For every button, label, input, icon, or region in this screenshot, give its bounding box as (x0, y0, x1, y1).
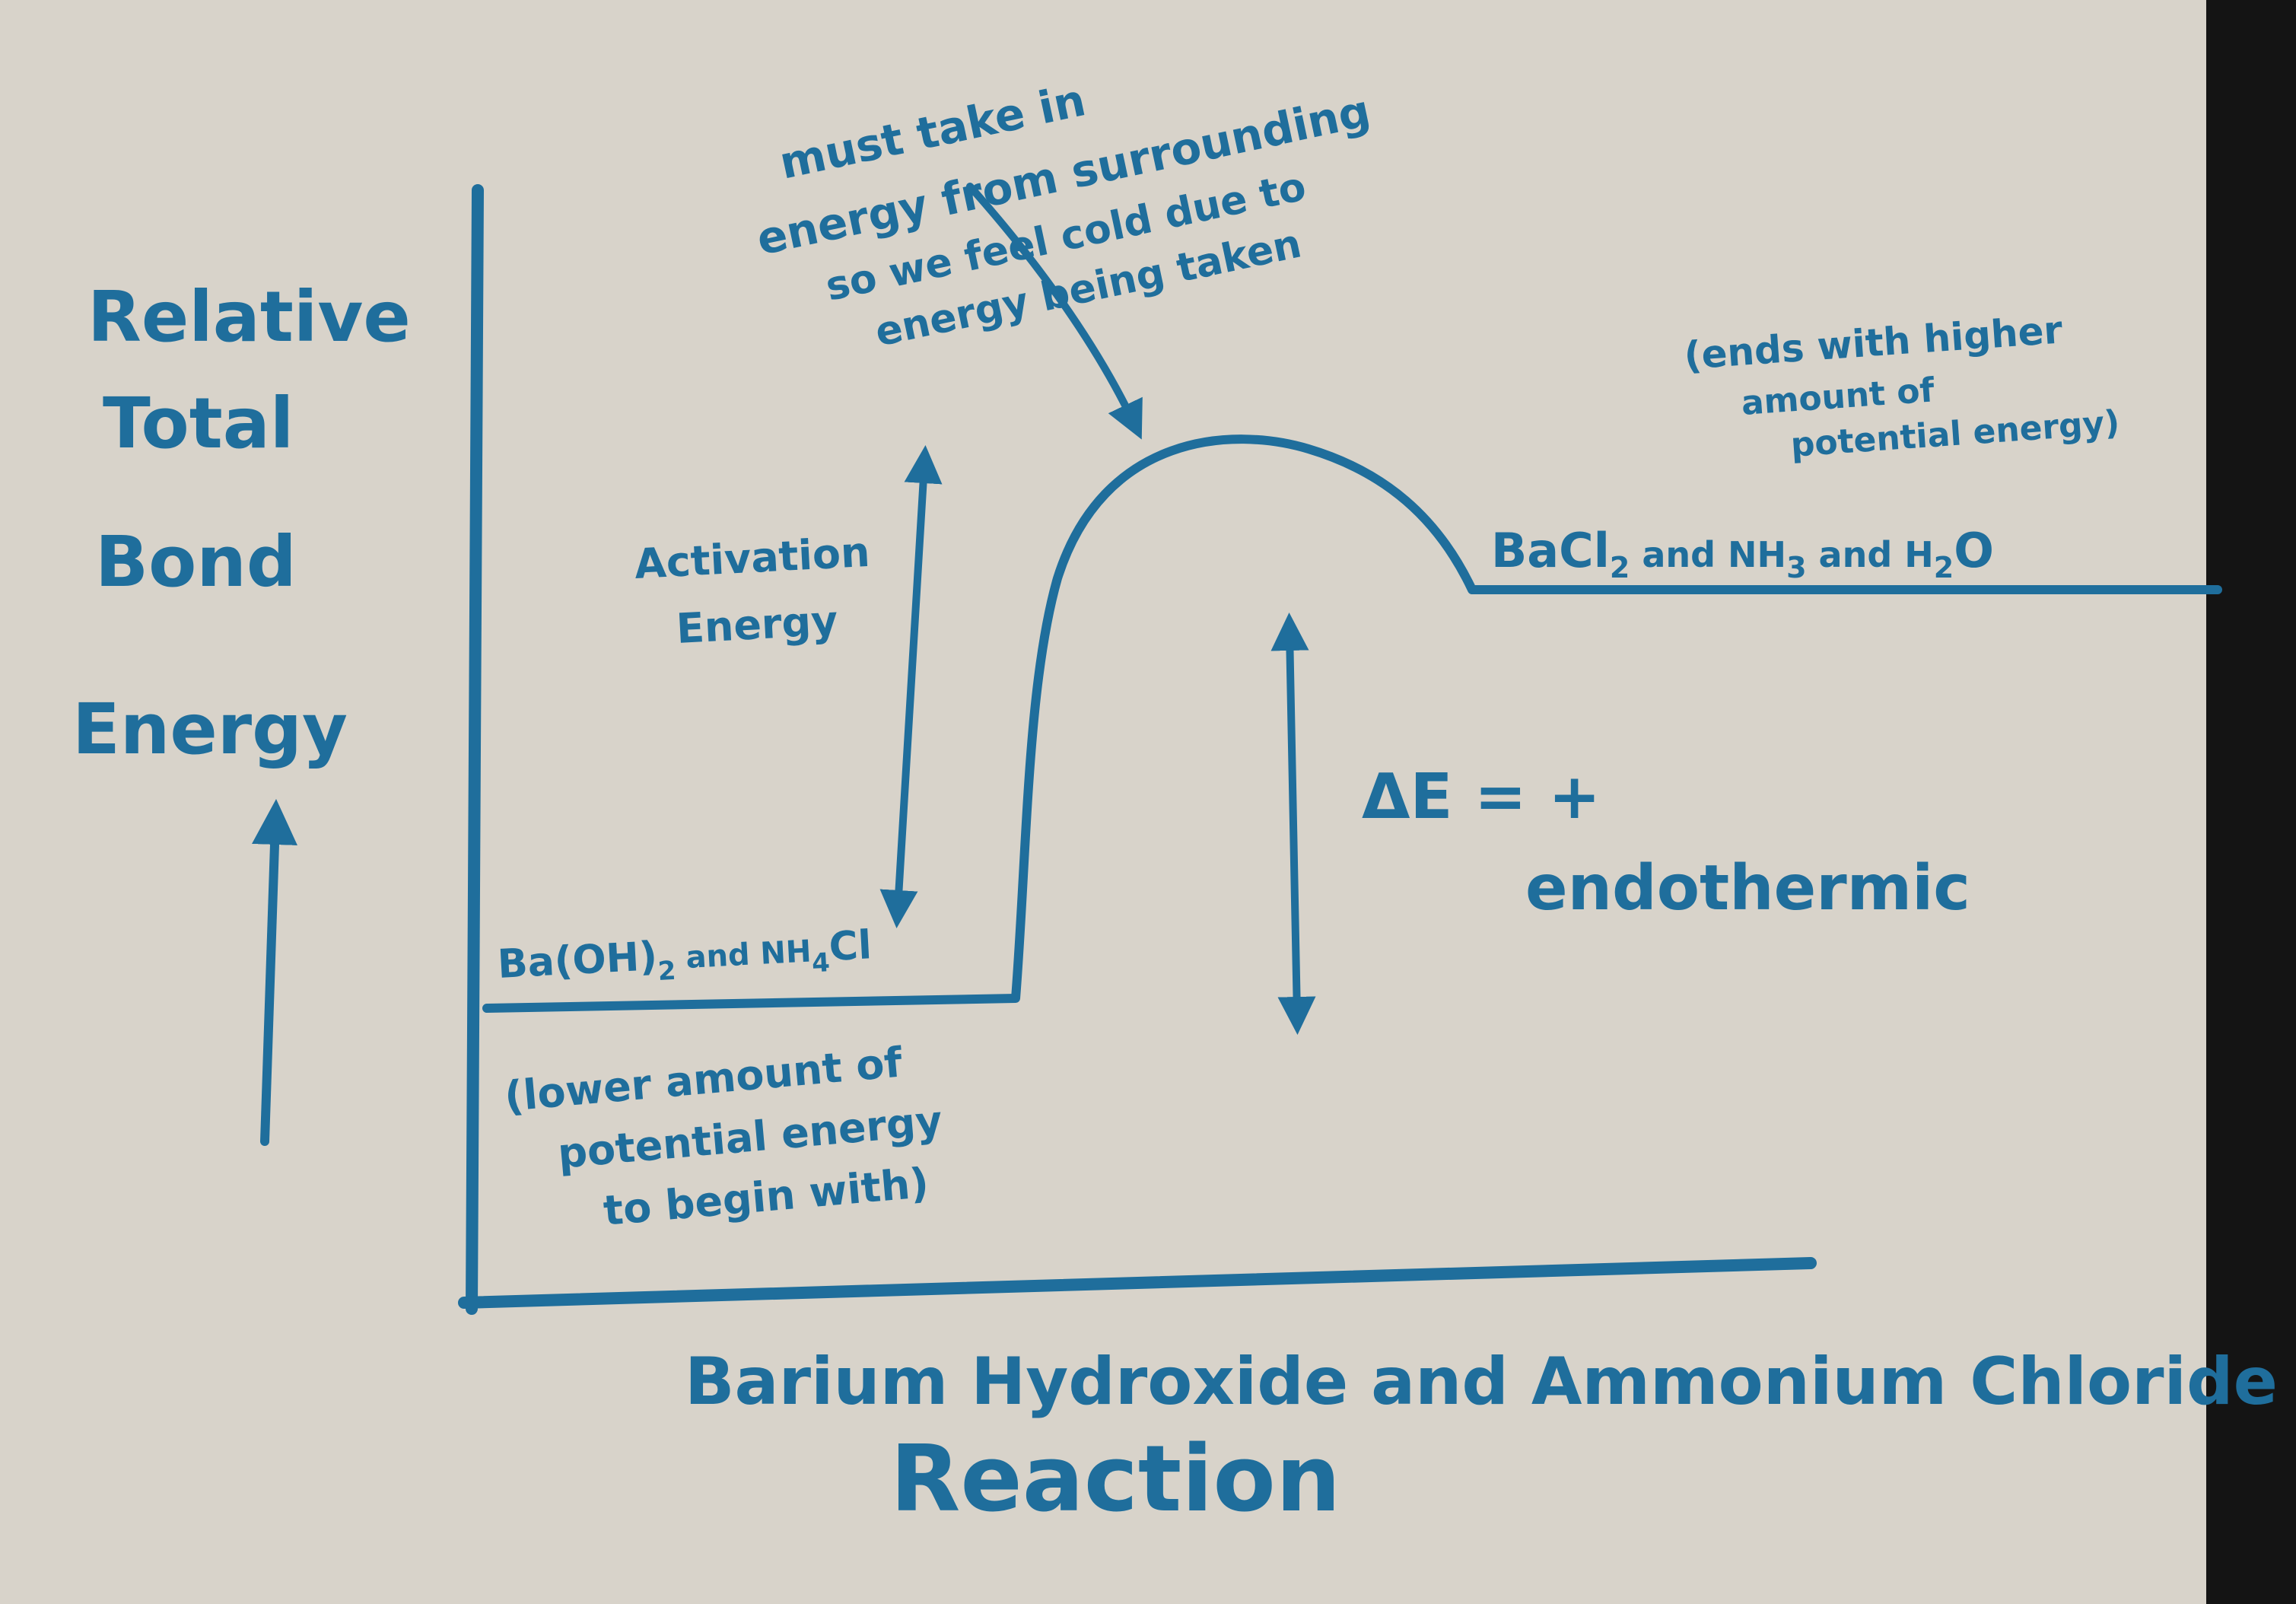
delta-e-label: ΔE = + (1362, 761, 1601, 833)
y-label-line-4: Energy (72, 689, 348, 770)
x-axis-label: Reaction (890, 1427, 1340, 1532)
y-axis-arrow-icon (252, 799, 297, 1146)
y-label-line-2: Total (103, 383, 294, 464)
x-axis-line (458, 1257, 1817, 1309)
desk-edge (2206, 0, 2296, 1604)
activation-label-line-2: Energy (675, 597, 838, 653)
products-label: BaCl2 and NH3 and H2O (1491, 523, 1994, 584)
products-note-line-1: (ends with higher (1683, 307, 2064, 378)
x-axis-title: Barium Hydroxide and Ammonium Chloride (685, 1344, 2278, 1420)
annotation-arrow-icon (966, 183, 1143, 440)
y-label-line-1: Relative (87, 276, 411, 358)
activation-energy-arrow-icon (879, 445, 943, 928)
products-note-line-2: amount of (1740, 371, 1936, 423)
y-axis-line (466, 184, 484, 1315)
reaction-type-label: endothermic (1525, 852, 1970, 925)
energy-curve (482, 434, 2222, 1013)
y-label-line-3: Bond (95, 521, 297, 603)
reactants-note-line-3: to begin with) (602, 1159, 931, 1235)
delta-e-arrow-icon (1270, 613, 1316, 1035)
activation-label-line-1: Activation (633, 528, 871, 588)
reactants-label: Ba(OH)2 and NH4Cl (497, 922, 873, 995)
